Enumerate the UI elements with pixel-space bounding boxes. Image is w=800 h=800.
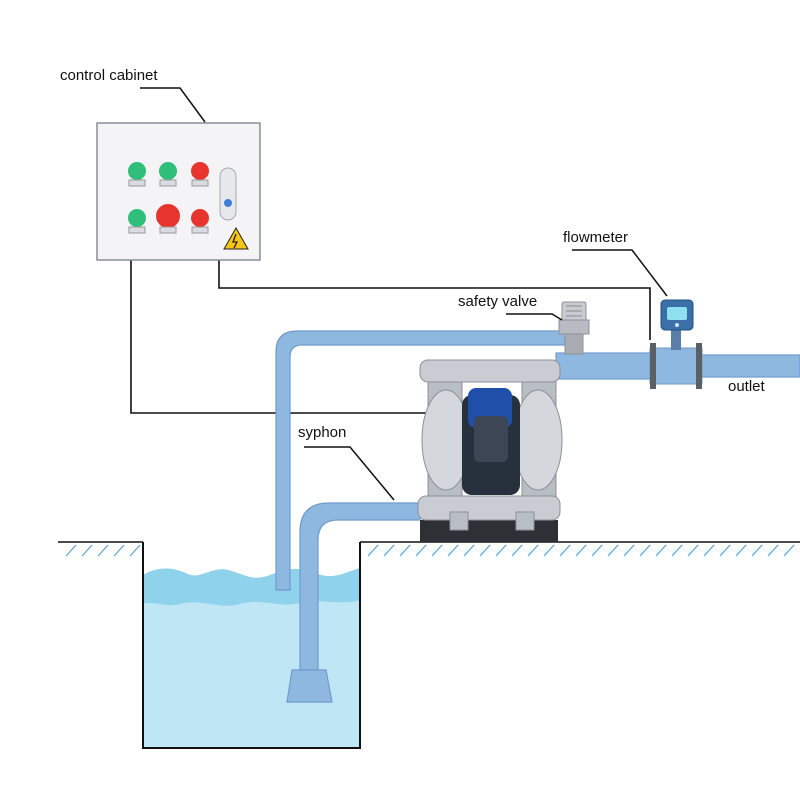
safety-valve-leader bbox=[506, 313, 563, 321]
hatch-mark bbox=[735, 544, 747, 557]
hatch-mark bbox=[97, 544, 109, 557]
ground-hatching-right bbox=[367, 544, 795, 557]
label-leaders bbox=[140, 87, 668, 501]
hatch-mark bbox=[65, 544, 77, 557]
hatch-mark bbox=[463, 544, 475, 557]
outlet-pipe-segment bbox=[555, 352, 657, 380]
start-button-1[interactable] bbox=[128, 162, 146, 187]
wire-to-flowmeter bbox=[218, 260, 651, 340]
cabinet-door-handle[interactable] bbox=[219, 167, 237, 221]
hatch-mark bbox=[687, 544, 699, 557]
flowmeter-label: flowmeter bbox=[563, 229, 628, 246]
hatch-mark bbox=[479, 544, 491, 557]
pump-base bbox=[420, 520, 558, 542]
hatch-mark bbox=[623, 544, 635, 557]
tank-walls bbox=[142, 542, 361, 749]
wire-to-pump bbox=[130, 260, 428, 414]
outlet-label: outlet bbox=[728, 378, 766, 395]
hatch-mark bbox=[575, 544, 587, 557]
hatch-mark bbox=[415, 544, 427, 557]
hatch-mark bbox=[719, 544, 731, 557]
hatch-mark bbox=[113, 544, 125, 557]
syphon-label: syphon bbox=[298, 424, 346, 441]
control-cabinet-label: control cabinet bbox=[60, 67, 158, 84]
hatch-mark bbox=[751, 544, 763, 557]
flowmeter bbox=[649, 299, 703, 389]
hatch-mark bbox=[703, 544, 715, 557]
emergency-stop-button[interactable] bbox=[156, 204, 180, 234]
hatch-mark bbox=[607, 544, 619, 557]
hatch-mark bbox=[81, 544, 93, 557]
diaphragm-pump bbox=[417, 359, 563, 542]
control-wires bbox=[130, 260, 651, 414]
outlet-pipe bbox=[699, 354, 800, 378]
start-button-2[interactable] bbox=[159, 162, 177, 187]
hatch-mark bbox=[527, 544, 539, 557]
control-cabinet-leader bbox=[140, 87, 206, 123]
hatch-mark bbox=[783, 544, 795, 557]
control-cabinet bbox=[96, 122, 261, 261]
hatch-mark bbox=[671, 544, 683, 557]
stop-button-1[interactable] bbox=[191, 162, 209, 187]
hatch-mark bbox=[495, 544, 507, 557]
pipes bbox=[275, 330, 800, 703]
hatch-mark bbox=[129, 544, 141, 557]
hatch-mark bbox=[639, 544, 651, 557]
syphon-leader bbox=[304, 446, 395, 501]
hatch-mark bbox=[655, 544, 667, 557]
hatch-mark bbox=[543, 544, 555, 557]
syphon-foot-strainer bbox=[286, 669, 333, 703]
hatch-mark bbox=[767, 544, 779, 557]
start-button-3[interactable] bbox=[128, 209, 146, 234]
safety-valve bbox=[558, 301, 590, 355]
hatch-mark bbox=[383, 544, 395, 557]
hatch-mark bbox=[511, 544, 523, 557]
ground-hatching-left bbox=[65, 544, 141, 557]
hatch-mark bbox=[447, 544, 459, 557]
hatch-mark bbox=[399, 544, 411, 557]
high-voltage-warning-icon bbox=[223, 226, 249, 250]
stop-button-2[interactable] bbox=[191, 209, 209, 234]
water-tank bbox=[142, 542, 361, 749]
hatch-mark bbox=[431, 544, 443, 557]
ground bbox=[58, 541, 800, 557]
safety-valve-label: safety valve bbox=[458, 293, 537, 310]
hatch-mark bbox=[559, 544, 571, 557]
flowmeter-leader bbox=[572, 249, 668, 297]
hatch-mark bbox=[591, 544, 603, 557]
water-surface bbox=[143, 568, 360, 606]
cabinet-buttons bbox=[128, 162, 209, 234]
hatch-mark bbox=[367, 544, 379, 557]
